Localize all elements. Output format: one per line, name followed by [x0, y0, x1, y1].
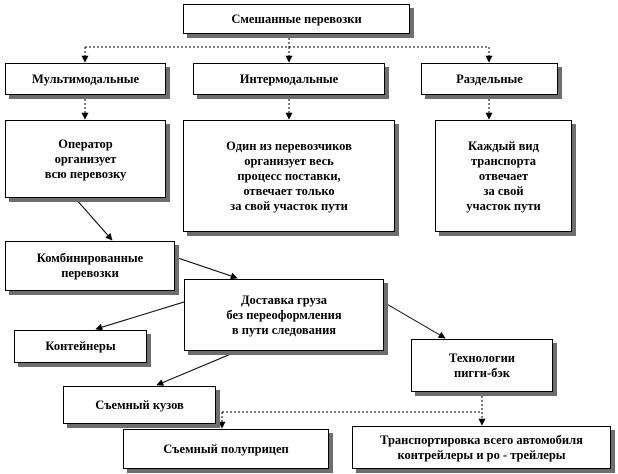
node-swap-body: Съемный кузов — [63, 386, 216, 424]
node-each-mode: Каждый вид транспорта отвечает за свой у… — [435, 120, 572, 232]
arrow-delivery-swapbody — [156, 350, 239, 386]
node-one-carrier: Один из перевозчиков организует весь про… — [183, 120, 395, 232]
node-separate: Раздельные — [421, 63, 558, 95]
arrow-operator-combined — [74, 197, 113, 241]
arrow-delivery-containers — [95, 301, 185, 331]
node-operator-organizes: Оператор организует всю перевозку — [5, 120, 166, 198]
node-semitrailer: Съемный полуприцеп — [123, 429, 329, 469]
node-piggyback: Технологии пигги-бэк — [411, 339, 553, 392]
node-combined-transport: Комбинированные перевозки — [5, 241, 175, 291]
node-intermodal: Интермодальные — [193, 63, 385, 95]
node-delivery-no-reissue: Доставка груза без переоформления в пути… — [184, 279, 384, 351]
node-multimodal: Мультимодальные — [5, 63, 166, 95]
node-mixed-transport: Смешанные перевозки — [183, 4, 410, 34]
arrow-delivery-piggyback — [384, 302, 446, 339]
node-containers: Контейнеры — [14, 330, 147, 363]
node-transport-vehicle: Транспортировка всего автомобиля контрей… — [352, 426, 611, 469]
arrow-combined-delivery — [174, 256, 238, 280]
